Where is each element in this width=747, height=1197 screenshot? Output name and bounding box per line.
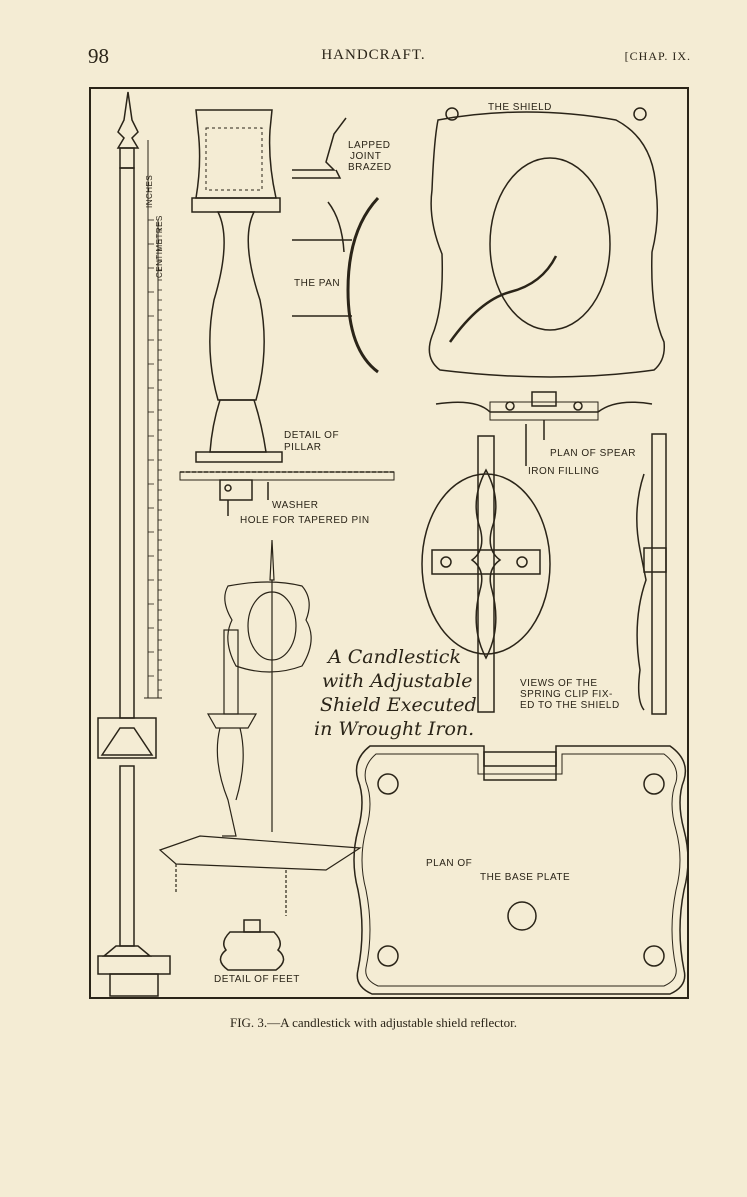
plan-spear-label: PLAN OF SPEAR — [550, 448, 636, 459]
figure-frame — [89, 87, 689, 999]
views-label-2: SPRING CLIP FIX- — [520, 689, 613, 700]
washer-label: WASHER — [272, 500, 319, 511]
tapered-pin-label: HOLE FOR TAPERED PIN — [240, 515, 370, 526]
shield-drawing — [428, 107, 666, 378]
page-number: 98 — [88, 44, 109, 68]
spring-clip-front-drawing — [421, 435, 551, 713]
candlestick-sketch — [158, 539, 362, 916]
lapped-label-3: BRAZED — [348, 162, 392, 173]
script-title-line-2: with Adjustable — [322, 670, 472, 692]
full-elevation-drawing — [97, 91, 171, 997]
views-label-3: ED TO THE SHIELD — [520, 700, 620, 711]
pan-drawing — [292, 196, 380, 374]
iron-filling-label: IRON FILLING — [528, 466, 600, 477]
detail-feet-label: DETAIL OF FEET — [214, 974, 300, 985]
script-title-line-3: Shield Executed — [320, 694, 477, 716]
spear-plan-drawing — [435, 391, 653, 466]
script-title-line-1: A Candlestick — [326, 646, 461, 668]
lapped-joint-drawing — [292, 117, 347, 179]
plan-base-label-2: THE BASE PLATE — [480, 872, 570, 883]
feet-detail-drawing — [219, 919, 285, 971]
lapped-label-2: JOINT — [350, 151, 381, 162]
running-title: HANDCRAFT. — [321, 47, 426, 63]
detail-pillar-label-2: PILLAR — [284, 442, 321, 453]
plan-base-label-1: PLAN OF — [426, 858, 472, 869]
script-title-line-4: in Wrought Iron. — [314, 718, 474, 740]
pan-label: THE PAN — [294, 278, 340, 289]
views-label-1: VIEWS OF THE — [520, 678, 598, 689]
chapter-marker: [CHAP. IX. — [624, 49, 691, 63]
figure-caption: FIG. 3.—A candlestick with adjustable sh… — [229, 1015, 517, 1030]
page-header: 98 HANDCRAFT. [CHAP. IX. — [0, 42, 747, 72]
base-plate-drawing — [353, 745, 689, 995]
spring-clip-side-drawing — [636, 433, 667, 715]
detail-pillar-label-1: DETAIL OF — [284, 430, 339, 441]
inches-label: INCHES — [145, 175, 154, 208]
centimetres-label: CENTIMETRES — [155, 215, 164, 278]
lapped-label-1: LAPPED — [348, 140, 390, 151]
candlestick-figure: INCHES CENTIMETRES DETAIL OF PILLAR WASH… — [89, 87, 689, 999]
scale-tick-marks — [148, 219, 162, 691]
shield-label: THE SHIELD — [488, 102, 552, 113]
pillar-detail-drawing — [179, 109, 395, 516]
